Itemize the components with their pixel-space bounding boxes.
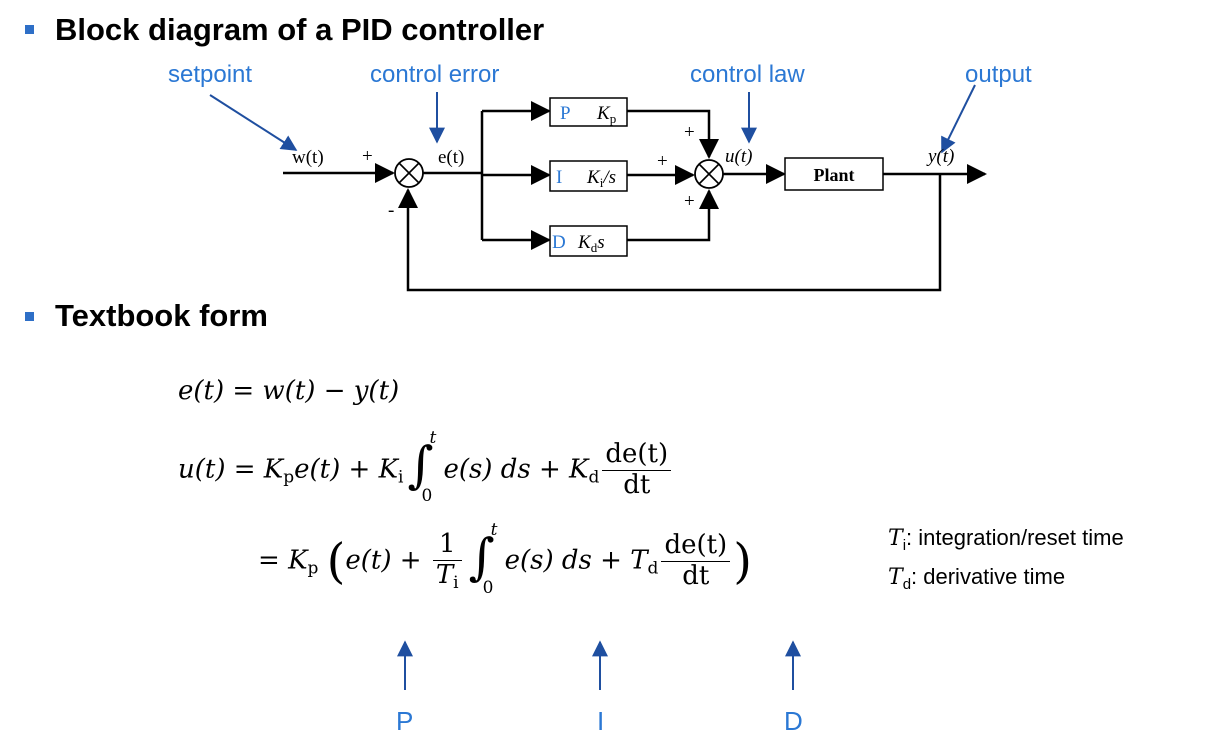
label-i-term: I: [597, 706, 605, 736]
block-i-gain: Ki/s: [586, 167, 616, 190]
label-plus-i: +: [657, 151, 668, 172]
block-plant: [784, 157, 884, 191]
label-d-term: D: [784, 706, 803, 736]
signal-d-out: [627, 189, 719, 242]
signal-p-out: [627, 109, 719, 159]
summing-junction-2: [694, 159, 724, 189]
annotation-control-error: control error: [370, 61, 500, 88]
label-plus-p: +: [684, 122, 695, 143]
label-plant: Plant: [813, 165, 854, 185]
block-i: [549, 160, 628, 192]
annotation-output: output: [965, 61, 1032, 88]
arrow-output: [941, 84, 976, 154]
label-u: u(t): [725, 146, 752, 167]
arrow-setpoint: [209, 94, 298, 151]
label-p-term: P: [396, 706, 414, 736]
annotation-control-law: control law: [690, 61, 805, 88]
label-e: e(t): [438, 147, 464, 168]
feedback-path: [398, 174, 942, 292]
legend-ti: Ti: integration/reset time: [888, 525, 1124, 554]
label-minus: -: [388, 200, 394, 221]
block-d-letter: D: [552, 232, 566, 253]
equation-error: e(t) = w(t) − y(t): [178, 376, 400, 406]
heading-textbook-form: Textbook form: [55, 298, 268, 333]
bullet-2: [25, 312, 34, 321]
label-plus-1: +: [362, 146, 373, 167]
label-plus-d: +: [684, 191, 695, 212]
block-p: [549, 97, 628, 127]
block-p-gain: Kp: [596, 103, 616, 126]
label-y: y(t): [926, 146, 954, 167]
bullet-1: [25, 25, 34, 34]
block-d-gain: Kds: [577, 232, 605, 255]
block-p-letter: P: [560, 103, 571, 124]
label-w: w(t): [292, 147, 324, 168]
summing-junction-1: [394, 158, 424, 188]
legend-td: Td: derivative time: [888, 564, 1066, 593]
heading-block-diagram: Block diagram of a PID controller: [55, 12, 545, 47]
annotation-setpoint: setpoint: [168, 61, 253, 88]
block-i-letter: I: [556, 167, 562, 188]
